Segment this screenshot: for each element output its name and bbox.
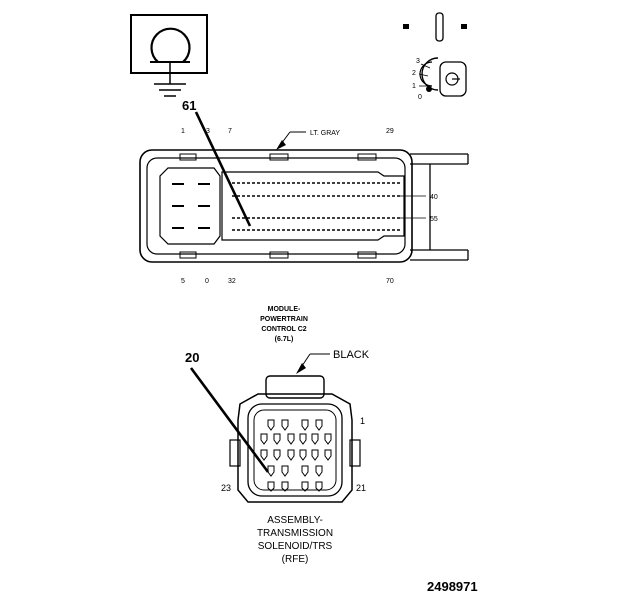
figure-id: 2498971 bbox=[427, 579, 478, 594]
tcm-caption-line: (RFE) bbox=[282, 554, 309, 565]
pcm-pin-label: 32 bbox=[228, 278, 236, 285]
tcm-caption-line: ASSEMBLY- bbox=[267, 515, 323, 526]
pcm-pin-label: 1 bbox=[181, 128, 185, 135]
tcm-caption-line: TRANSMISSION bbox=[257, 528, 333, 539]
pcm-connector: LT. GRAY 1 3 7 29 5 0 32 70 40 55 61 MOD… bbox=[139, 98, 469, 343]
switch-position-1: 1 bbox=[412, 83, 416, 90]
pcm-caption-line: MODULE- bbox=[268, 306, 301, 313]
pcm-caption-line: CONTROL C2 bbox=[261, 326, 306, 333]
ground-symbol-icon bbox=[130, 14, 208, 97]
tcm-pointer-pin-number: 20 bbox=[185, 350, 199, 365]
pcm-caption-line: (6.7L) bbox=[275, 336, 294, 343]
pcm-pin-label: 70 bbox=[386, 278, 394, 285]
switch-position-3: 3 bbox=[416, 58, 420, 65]
ignition-key-switch-icon: 3 2 1 0 bbox=[403, 12, 467, 101]
switch-position-2: 2 bbox=[412, 70, 416, 77]
tcm-pin-label: 1 bbox=[360, 416, 365, 426]
pcm-color-label: LT. GRAY bbox=[310, 130, 340, 137]
tcm-caption-line: SOLENOID/TRS bbox=[258, 541, 333, 552]
pcm-pointer-pin-number: 61 bbox=[182, 98, 196, 113]
pcm-pin-label: 7 bbox=[228, 128, 232, 135]
pcm-pin-label: 29 bbox=[386, 128, 394, 135]
tcm-color-label: BLACK bbox=[333, 349, 370, 361]
pcm-pin-label: 40 bbox=[430, 194, 438, 201]
pcm-pin-label: 55 bbox=[430, 216, 438, 223]
pcm-pin-label: 5 bbox=[181, 278, 185, 285]
switch-position-0: 0 bbox=[418, 94, 422, 101]
tcm-connector: BLACK 1 23 21 20 bbox=[185, 349, 370, 565]
pcm-pin-label: 0 bbox=[205, 278, 209, 285]
tcm-pin-label: 21 bbox=[356, 483, 366, 493]
pcm-caption-line: POWERTRAIN bbox=[260, 316, 308, 323]
tcm-pin-label: 23 bbox=[221, 483, 231, 493]
pcm-pin-label: 3 bbox=[206, 128, 210, 135]
